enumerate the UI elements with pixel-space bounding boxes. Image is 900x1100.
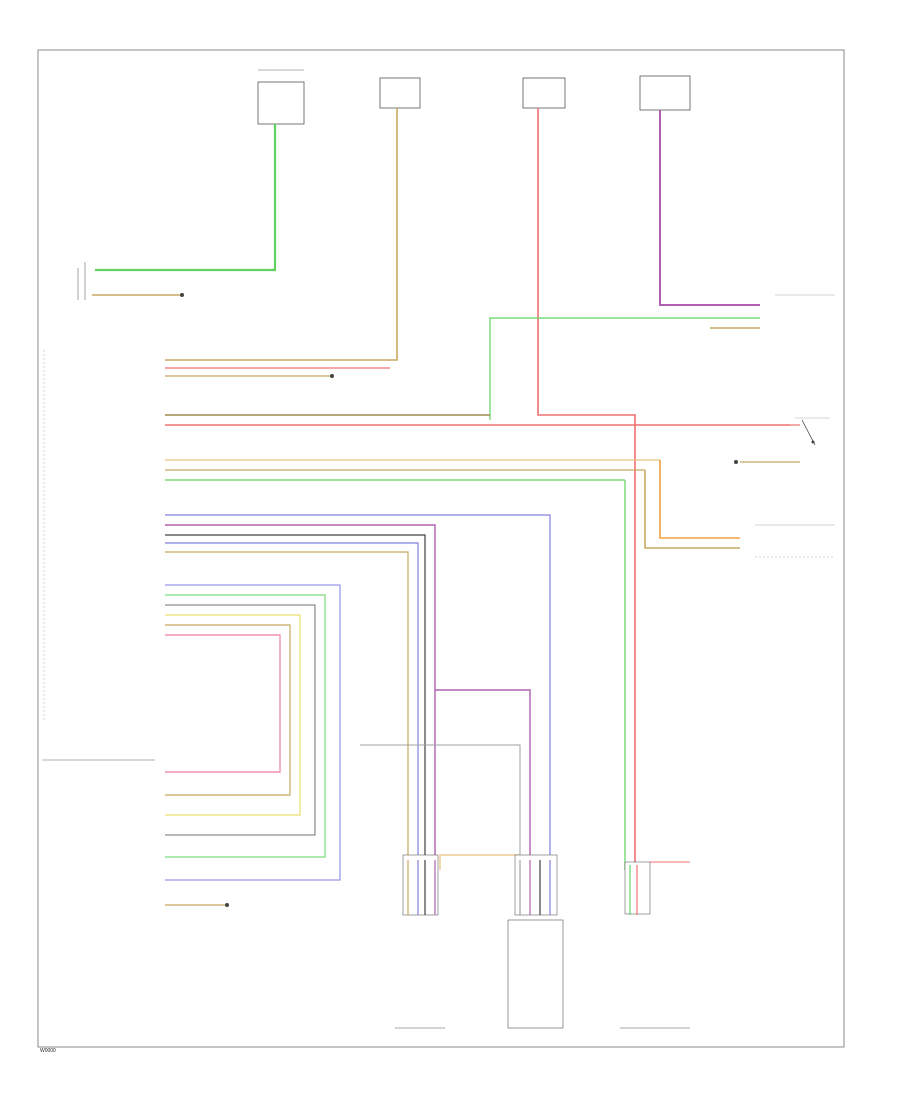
fuse-box-3: [522, 77, 566, 109]
bottom-connector-2: [507, 854, 564, 1029]
wire-violet-1: [165, 524, 436, 870]
wire-red-feed: [537, 108, 636, 870]
splice-1: [330, 374, 334, 378]
right-connector: [489, 294, 835, 420]
wire-pink-3: [165, 634, 281, 773]
wire-blue-3: [165, 584, 341, 881]
wire-tan-2: [165, 551, 409, 870]
bottom-connector-3: [620, 861, 690, 1029]
wire-orange-right: [659, 460, 740, 539]
ground-bottom: [225, 903, 229, 907]
wire-yellow-3: [165, 614, 301, 816]
wire-black-1: [165, 534, 426, 870]
fuse-box-1: [257, 69, 305, 125]
wire-tan-lower: [439, 854, 521, 870]
bottom-connector-1: [395, 854, 445, 1029]
wire-violet-loop: [435, 689, 531, 870]
wire-tan-feed: [165, 108, 398, 361]
wire-green-feed: [95, 124, 277, 272]
wire-black-3: [165, 604, 316, 836]
fuse-box-2: [379, 77, 421, 109]
wire-tan-right: [644, 470, 740, 549]
wire-green-3: [165, 594, 326, 858]
diagram-frame: [37, 49, 845, 1048]
footer-ref-code: W0000: [40, 1048, 56, 1054]
wire-blue-2: [165, 542, 419, 870]
wire-tan-3: [165, 624, 291, 796]
wire-blue-1: [165, 514, 551, 870]
wire-violet-feed: [659, 110, 760, 306]
switch-right: [734, 417, 830, 464]
fuse-box-4: [639, 75, 691, 111]
wire-gray-loop: [360, 744, 521, 870]
switch-top-left: [77, 262, 184, 300]
